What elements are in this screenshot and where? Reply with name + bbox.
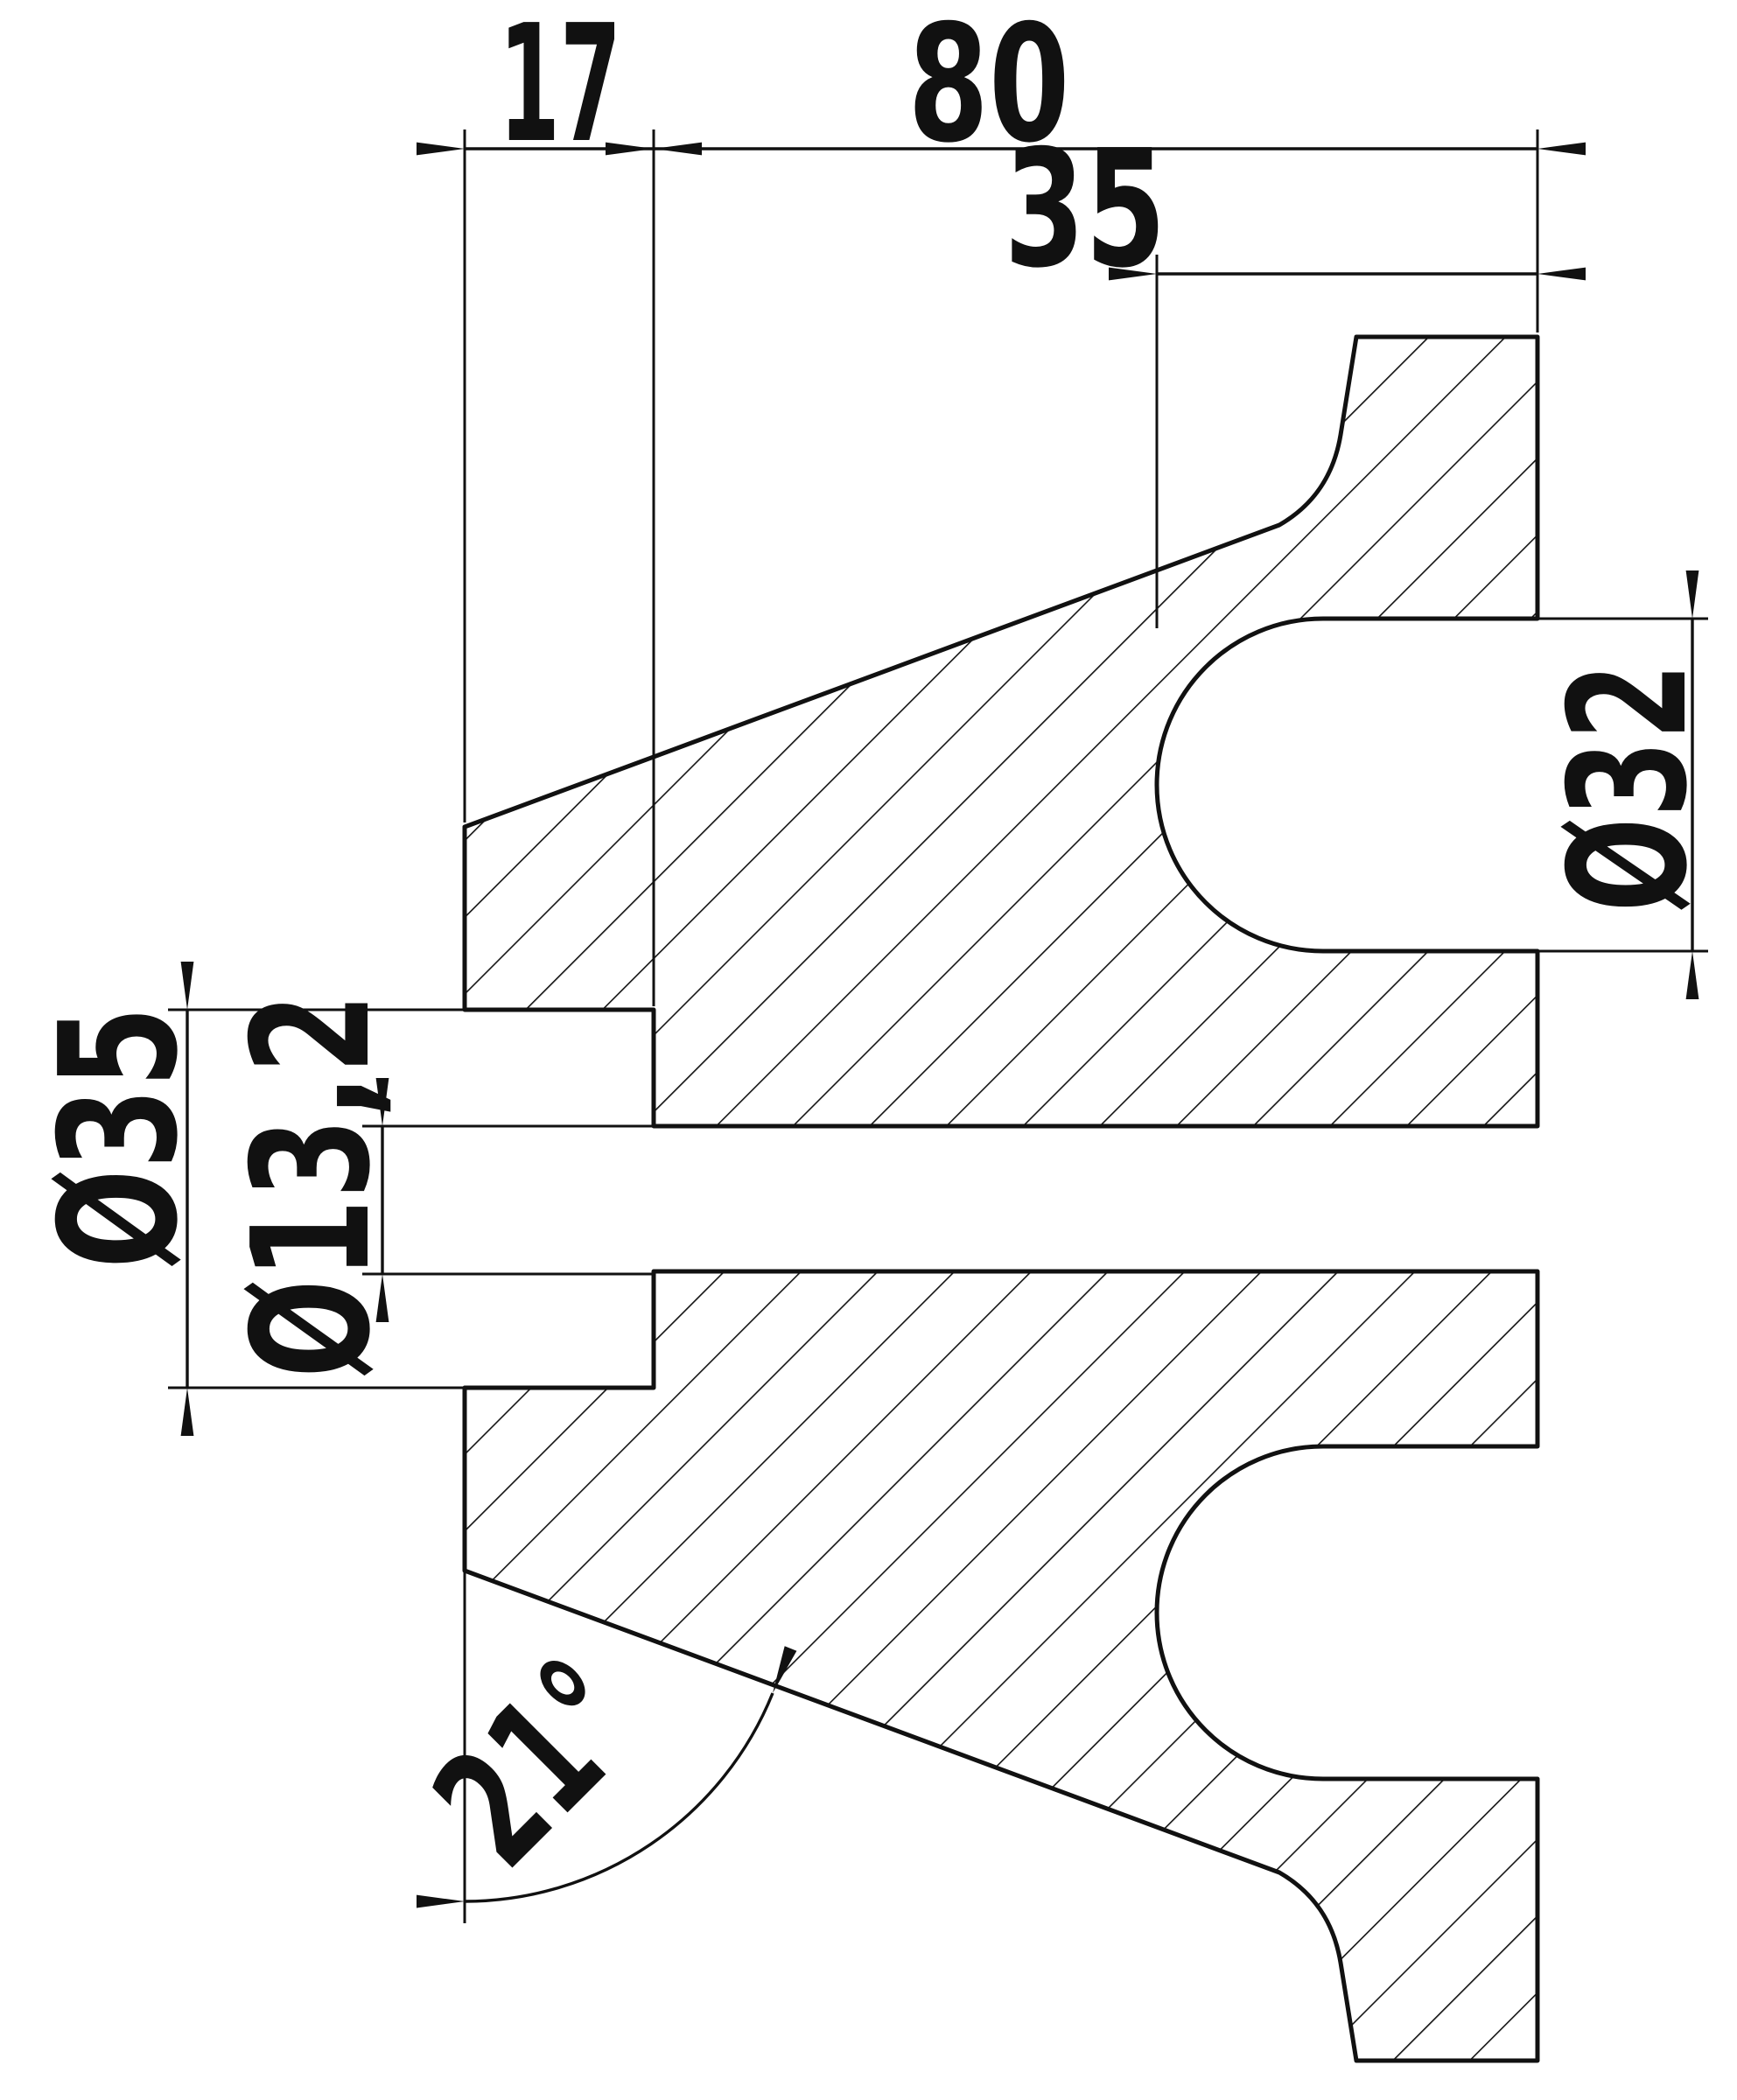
dimension-lines: [180, 142, 1699, 1908]
dim-label-17: 17: [499, 0, 621, 178]
dim-label-d132: Ø13,2: [217, 993, 406, 1378]
dim-label-d35: Ø35: [25, 1006, 214, 1269]
part-section: [462, 334, 1540, 2063]
dim-label-d32: Ø32: [1534, 663, 1723, 913]
dim-label-35: 35: [1005, 115, 1166, 304]
part-section-upper-half: [462, 334, 1540, 1129]
part-section-lower-half: [462, 1269, 1540, 2063]
dim-arc-21deg: [416, 1646, 797, 1908]
dim-label-80: 80: [908, 0, 1070, 178]
